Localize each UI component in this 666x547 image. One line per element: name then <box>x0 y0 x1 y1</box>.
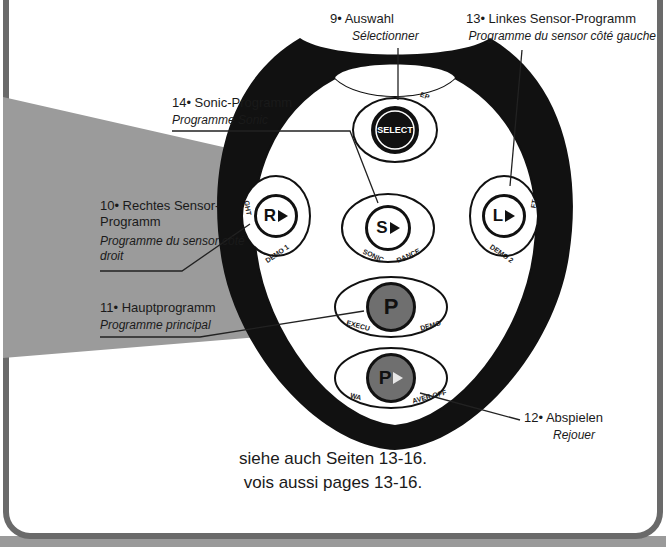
button-label: S <box>376 218 387 238</box>
program-button: S <box>365 205 411 251</box>
button-label: P <box>384 294 399 320</box>
button-label: SELECT <box>377 125 413 135</box>
callout-label: Programme Sonic <box>172 113 268 128</box>
callout-label: Sélectionner <box>352 29 419 44</box>
callout-label: 10• Rechtes Sensor-Programm <box>100 198 225 230</box>
p-ring <box>335 277 447 337</box>
button-label: L <box>493 206 503 226</box>
play-triangle <box>505 210 515 222</box>
callout-label: 14• Sonic-Programm <box>172 95 292 111</box>
button-outline <box>365 205 411 251</box>
ring-label: FT <box>530 199 539 209</box>
callout-label: 13• Linkes Sensor-Programm <box>466 11 636 27</box>
callout-label: 9• Auswahl <box>330 11 394 27</box>
select-ring <box>353 98 437 162</box>
callout-label: Programme du sensor côté gauche <box>469 29 656 44</box>
callout-label: Rejouer <box>553 428 595 443</box>
play-triangle <box>390 222 400 234</box>
select-button: SELECT <box>371 106 419 154</box>
callout-label: 12• Abspielen <box>524 410 603 426</box>
leader-lines <box>100 48 522 420</box>
play-triangle <box>393 372 403 384</box>
panel-top <box>335 65 455 97</box>
page-note: siehe auch Seiten 13-16. <box>239 448 427 470</box>
program-button: P <box>366 282 416 332</box>
leader-line <box>397 48 398 100</box>
p2-ring <box>335 348 447 408</box>
button-label: P <box>379 367 392 389</box>
program-button: R <box>254 194 298 238</box>
play-triangle <box>278 210 288 222</box>
button-outline <box>482 194 526 238</box>
program-button: L <box>482 194 526 238</box>
l-ring <box>470 176 538 256</box>
r-ring <box>242 176 310 256</box>
page-note: vois aussi pages 13-16. <box>244 472 423 494</box>
leader-line <box>172 131 378 203</box>
button-label: R <box>264 206 276 226</box>
callout-label: Programme du sensor côté droit <box>100 234 250 264</box>
callout-label: Programme principal <box>100 318 211 333</box>
button-panel <box>254 78 536 426</box>
leader-line <box>510 50 522 186</box>
program-button: P <box>366 353 416 403</box>
leader-line <box>100 224 250 271</box>
callout-label: 11• Hauptprogramm <box>100 300 216 316</box>
